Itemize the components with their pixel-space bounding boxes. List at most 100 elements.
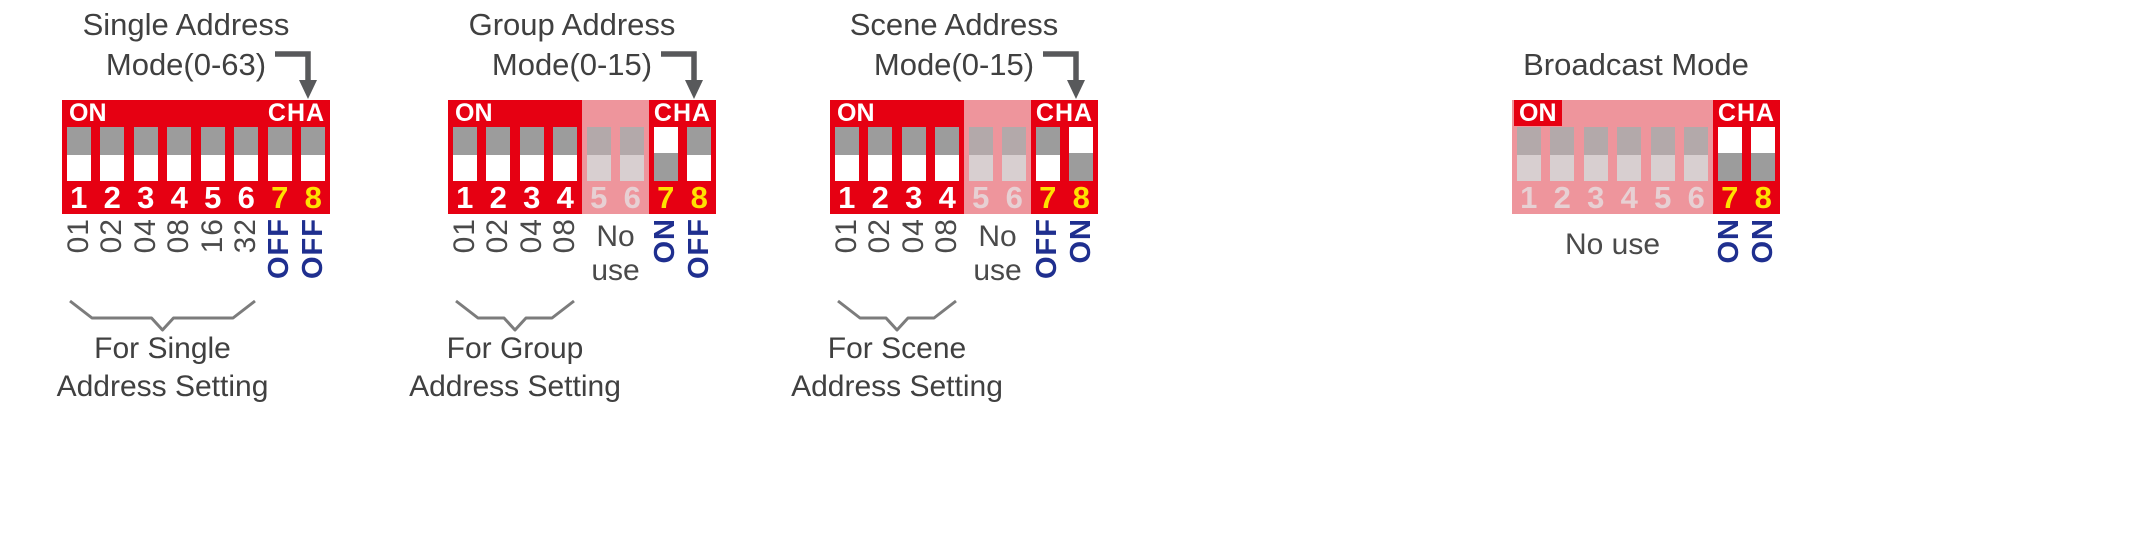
switch-slider-area xyxy=(549,126,583,182)
switch-handle xyxy=(968,155,993,181)
switch-slider xyxy=(167,127,192,181)
switch-number: 5 xyxy=(972,180,990,215)
switch-slider-area xyxy=(830,126,864,182)
switch-column-7: 7 xyxy=(649,100,683,214)
switch-slider-area xyxy=(1031,126,1065,182)
switch-handle xyxy=(868,155,893,181)
switch-number: 3 xyxy=(523,180,541,215)
switch-label-cell: 08 xyxy=(930,218,965,310)
switch-number: 6 xyxy=(1005,180,1023,215)
switch-column-6: 6 xyxy=(615,100,650,214)
on-label: ON xyxy=(450,100,498,126)
on-label: ON xyxy=(64,100,112,126)
switch-column-1: 1 xyxy=(448,100,482,214)
no-use-line: No xyxy=(596,220,635,253)
switch-label-cell: 08 xyxy=(548,218,583,310)
switch-number: 2 xyxy=(1553,180,1571,215)
switch-label-cell: 01 xyxy=(62,218,96,310)
switch-slider xyxy=(1069,127,1094,181)
mode-title-line: Scene Address xyxy=(849,7,1059,42)
mode-title-line: Single Address xyxy=(82,7,290,42)
switch-column-4: 4 xyxy=(549,100,583,214)
switch-slider xyxy=(486,127,511,181)
elbow-down-arrow-icon xyxy=(1043,51,1085,99)
switch-label-cell: 01 xyxy=(830,218,864,310)
switch-handle xyxy=(1650,155,1675,181)
switch-weight-label: 08 xyxy=(548,218,582,254)
switch-slider-area xyxy=(931,126,965,182)
switch-column-5: 5 xyxy=(196,100,230,214)
switch-weight-label: 02 xyxy=(863,218,897,254)
no-use-label: No use xyxy=(1512,228,1713,262)
cha-label: CHA xyxy=(1035,99,1094,127)
switch-slider xyxy=(452,127,477,181)
mode-title-line: Mode(0-15) xyxy=(873,47,1035,82)
switch-column-8: 8 xyxy=(1065,100,1099,214)
group-bracket xyxy=(69,299,256,332)
switch-label-cell: 08 xyxy=(162,218,197,310)
elbow-down-arrow-icon xyxy=(661,51,703,99)
switch-column-3: 3 xyxy=(129,100,163,214)
switch-state-label: ON xyxy=(1713,218,1746,264)
switch-number: 2 xyxy=(871,180,889,215)
switch-slider-area xyxy=(129,126,163,182)
mode-title-line: Group Address xyxy=(468,7,676,42)
switch-slider xyxy=(901,127,926,181)
switch-state-label: OFF xyxy=(263,218,296,279)
switch-number: 7 xyxy=(1039,180,1057,215)
switch-slider-area xyxy=(515,126,549,182)
switch-handle xyxy=(1516,155,1541,181)
switch-slider-area xyxy=(1680,126,1714,182)
switch-slider-area xyxy=(1713,126,1747,182)
switch-number: 6 xyxy=(1687,180,1705,215)
mode-title-line: Mode(0-63) xyxy=(105,47,267,82)
switch-handle xyxy=(200,155,225,181)
switch-number: 7 xyxy=(1721,180,1739,215)
switch-slider xyxy=(1717,127,1742,181)
no-use-line: No xyxy=(978,220,1017,253)
switch-number: 4 xyxy=(938,180,956,215)
switch-column-5: 5 xyxy=(964,100,998,214)
switch-top-strip xyxy=(230,100,264,126)
switch-slider xyxy=(1035,127,1060,181)
switch-number: 8 xyxy=(690,180,708,215)
switch-label-cell: ON xyxy=(1065,218,1099,310)
switch-column-5: 5 xyxy=(582,100,616,214)
switch-handle xyxy=(100,155,125,181)
switch-slider-area xyxy=(616,126,650,182)
switch-column-3: 3 xyxy=(897,100,931,214)
switch-handle xyxy=(1684,155,1709,181)
switch-label-cell: OFF xyxy=(263,218,297,310)
switch-top-strip xyxy=(897,100,931,126)
switch-label-cell: OFF xyxy=(1031,218,1065,310)
switch-weight-label: 04 xyxy=(128,218,162,254)
switch-number: 8 xyxy=(304,180,322,215)
no-use-line: use xyxy=(591,254,640,287)
switch-slider xyxy=(653,127,678,181)
switch-label-cell: ON xyxy=(649,218,683,310)
switch-number: 4 xyxy=(170,180,188,215)
switch-handle xyxy=(519,155,544,181)
switch-slider-area xyxy=(62,126,96,182)
switch-number: 3 xyxy=(905,180,923,215)
switch-label-cell: 16 xyxy=(196,218,230,310)
switch-handle xyxy=(133,155,158,181)
switch-handle xyxy=(1617,155,1642,181)
switch-label-cell: 02 xyxy=(95,218,130,310)
switch-top-strip xyxy=(616,100,650,126)
switch-column-2: 2 xyxy=(482,100,516,214)
switch-handle xyxy=(687,155,712,181)
switch-slider-area xyxy=(96,126,130,182)
switch-column-5: 5 xyxy=(1646,100,1680,214)
switch-number: 8 xyxy=(1754,180,1772,215)
cha-label: CHA xyxy=(1717,99,1776,127)
switch-number: 5 xyxy=(204,180,222,215)
switch-top-strip xyxy=(582,100,616,126)
switch-column-8: 8 xyxy=(297,100,331,214)
